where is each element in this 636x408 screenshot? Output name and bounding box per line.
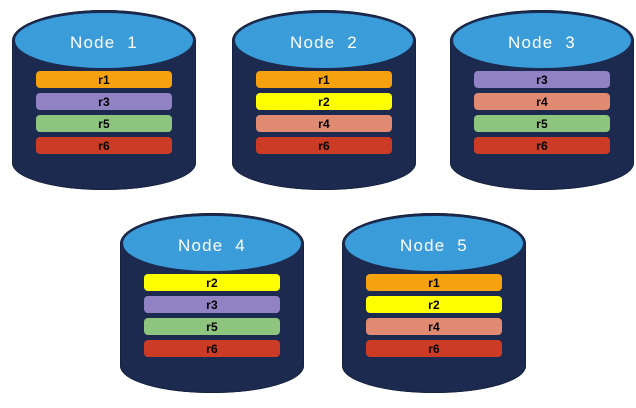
replica-bar[interactable]: r4 bbox=[473, 93, 611, 111]
replica-bar[interactable]: r3 bbox=[35, 93, 173, 111]
replica-stack: r2 r3 r5 r6 bbox=[143, 274, 281, 358]
replica-bar[interactable]: r5 bbox=[35, 115, 173, 133]
replica-bar[interactable]: r2 bbox=[143, 274, 281, 292]
node-title: Node 5 bbox=[400, 235, 468, 255]
replica-bar[interactable]: r6 bbox=[35, 137, 173, 155]
cylinder-top-ellipse: Node 5 bbox=[344, 215, 524, 272]
node-cylinder-5[interactable]: Node 5 r1 r2 r4 r6 bbox=[342, 213, 526, 393]
cylinder-top-ellipse: Node 2 bbox=[234, 12, 414, 69]
cylinder-top-ellipse: Node 3 bbox=[452, 12, 632, 69]
replica-stack: r3 r4 r5 r6 bbox=[473, 71, 611, 155]
replica-bar[interactable]: r6 bbox=[143, 340, 281, 358]
replica-bar[interactable]: r2 bbox=[365, 296, 503, 314]
replica-bar[interactable]: r4 bbox=[255, 115, 393, 133]
replica-bar[interactable]: r3 bbox=[473, 71, 611, 89]
cylinder-top-ellipse: Node 1 bbox=[14, 12, 194, 69]
replica-stack: r1 r3 r5 r6 bbox=[35, 71, 173, 155]
replica-bar[interactable]: r2 bbox=[255, 93, 393, 111]
replica-bar[interactable]: r4 bbox=[365, 318, 503, 336]
cylinder-top-ellipse: Node 4 bbox=[122, 215, 302, 272]
replica-bar[interactable]: r1 bbox=[255, 71, 393, 89]
replica-stack: r1 r2 r4 r6 bbox=[255, 71, 393, 155]
replica-bar[interactable]: r1 bbox=[365, 274, 503, 292]
node-title: Node 1 bbox=[70, 32, 138, 52]
node-cylinder-2[interactable]: Node 2 r1 r2 r4 r6 bbox=[232, 10, 416, 190]
node-title: Node 2 bbox=[290, 32, 358, 52]
replica-stack: r1 r2 r4 r6 bbox=[365, 274, 503, 358]
replica-bar[interactable]: r1 bbox=[35, 71, 173, 89]
replica-bar[interactable]: r5 bbox=[143, 318, 281, 336]
node-cylinder-1[interactable]: Node 1 r1 r3 r5 r6 bbox=[12, 10, 196, 190]
replica-bar[interactable]: r6 bbox=[365, 340, 503, 358]
replica-bar[interactable]: r6 bbox=[255, 137, 393, 155]
node-title: Node 3 bbox=[508, 32, 576, 52]
replica-bar[interactable]: r3 bbox=[143, 296, 281, 314]
node-cylinder-3[interactable]: Node 3 r3 r4 r5 r6 bbox=[450, 10, 634, 190]
node-title: Node 4 bbox=[178, 235, 246, 255]
node-cylinder-4[interactable]: Node 4 r2 r3 r5 r6 bbox=[120, 213, 304, 393]
replica-bar[interactable]: r6 bbox=[473, 137, 611, 155]
replica-bar[interactable]: r5 bbox=[473, 115, 611, 133]
